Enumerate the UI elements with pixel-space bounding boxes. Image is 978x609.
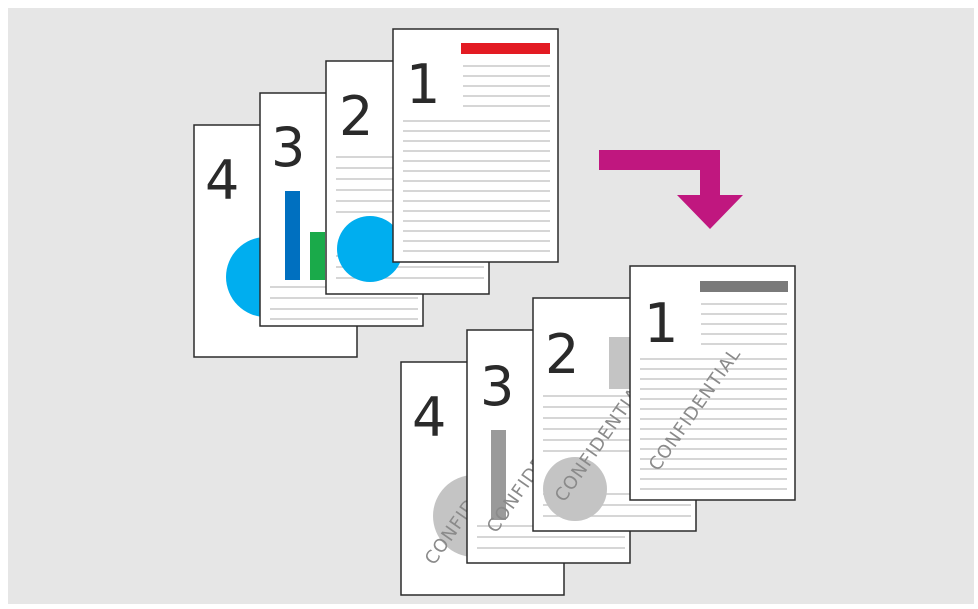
grey-title-bar	[700, 281, 788, 292]
page-number: 3	[271, 116, 305, 179]
diagram-canvas: 4 3	[8, 8, 974, 604]
page-number: 2	[545, 323, 579, 386]
page-number: 2	[339, 85, 373, 148]
red-title-bar	[461, 43, 550, 54]
page-number: 4	[412, 386, 446, 449]
bent-arrow-down-icon	[599, 150, 743, 229]
bar-chart-bar-green	[310, 232, 325, 280]
watermarked-page-1: CONFIDENTIAL 1	[630, 266, 795, 500]
page-number: 3	[480, 355, 514, 418]
page-number: 1	[644, 292, 678, 355]
original-page-1: 1	[393, 29, 558, 262]
page-number: 4	[205, 149, 239, 212]
bar-chart-bar-blue	[285, 191, 300, 280]
diagram-svg: 4 3	[8, 8, 974, 604]
original-page-set: 4 3	[194, 29, 558, 357]
watermarked-page-set: CONFIDENTIAL 4 CONFIDENTIAL 3	[401, 266, 795, 595]
page-number: 1	[406, 53, 440, 116]
